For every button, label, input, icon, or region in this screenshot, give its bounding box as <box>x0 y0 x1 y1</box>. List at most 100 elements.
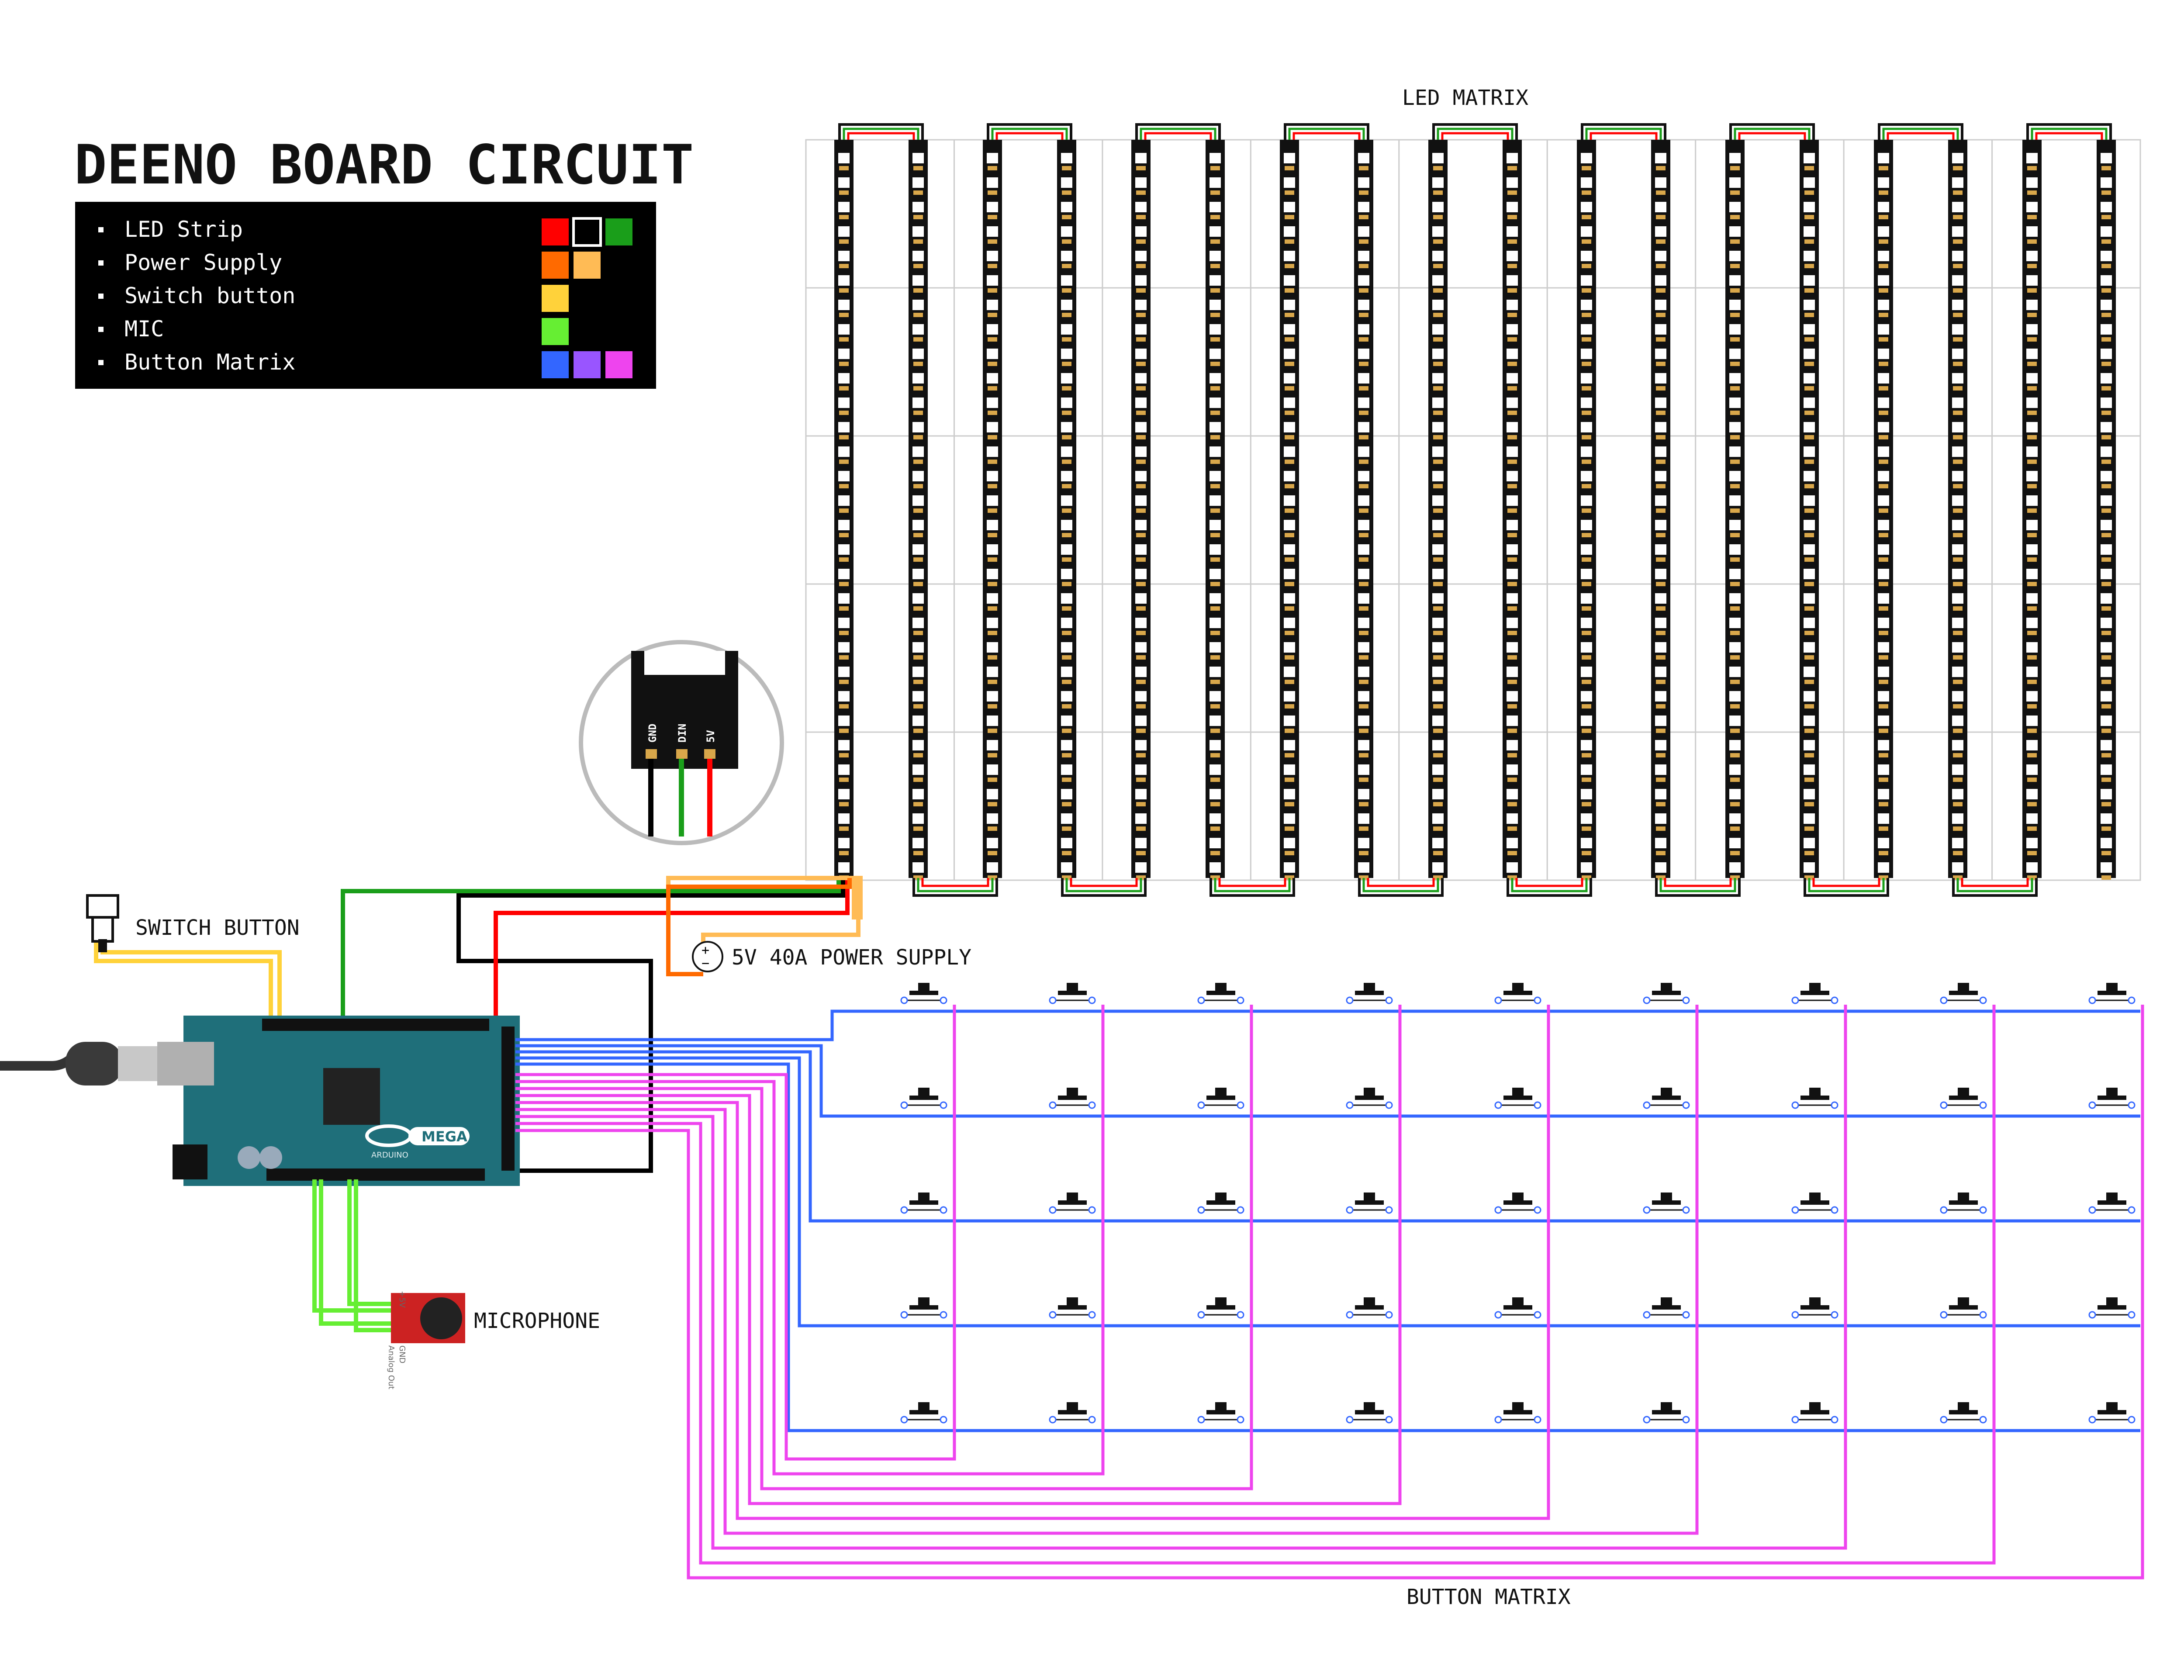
matrix-button[interactable] <box>1791 983 1838 1004</box>
button-matrix-label: BUTTON MATRIX <box>1406 1585 1571 1609</box>
arduino-model: MEGA <box>422 1128 467 1145</box>
matrix-button[interactable] <box>1940 1402 1987 1424</box>
matrix-button[interactable] <box>1049 1193 1096 1214</box>
power-supply-label: 5V 40A POWER SUPPLY <box>732 945 971 970</box>
button-matrix-wires <box>515 1005 2144 1580</box>
power-supply-icon <box>692 941 723 972</box>
switch-button-icon <box>86 894 119 919</box>
matrix-button[interactable] <box>1643 1297 1690 1319</box>
matrix-button[interactable] <box>1346 1088 1393 1109</box>
matrix-button[interactable] <box>1049 983 1096 1004</box>
matrix-button[interactable] <box>1197 983 1244 1004</box>
mic-pin-gnd: GND <box>397 1345 407 1363</box>
matrix-button[interactable] <box>1940 1297 1987 1319</box>
legend-swatch <box>574 351 601 378</box>
legend-swatch <box>542 285 569 312</box>
matrix-button[interactable] <box>1346 983 1393 1004</box>
legend-swatch <box>605 351 632 378</box>
led-strips <box>834 123 2116 897</box>
matrix-button[interactable] <box>900 1402 947 1424</box>
button-matrix <box>900 983 2136 1424</box>
matrix-button[interactable] <box>2088 1297 2136 1319</box>
legend-item-label: Switch button <box>124 283 295 308</box>
usb-cable <box>0 1042 159 1085</box>
legend-swatch <box>572 217 602 247</box>
matrix-button[interactable] <box>1643 983 1690 1004</box>
v5-wire <box>494 878 850 1018</box>
matrix-button[interactable] <box>1197 1297 1244 1319</box>
legend-swatch <box>605 218 632 245</box>
legend-swatch <box>542 252 569 279</box>
mic-pin-5v: +5V <box>397 1291 407 1308</box>
matrix-button[interactable] <box>1940 983 1987 1004</box>
matrix-button[interactable] <box>1643 1088 1690 1109</box>
mic-capsule-icon <box>420 1297 462 1339</box>
matrix-button[interactable] <box>2088 1088 2136 1109</box>
matrix-button[interactable] <box>1197 1088 1244 1109</box>
matrix-button[interactable] <box>1643 1402 1690 1424</box>
matrix-button[interactable] <box>2088 1402 2136 1424</box>
legend-bullet <box>98 327 104 332</box>
legend-bullet <box>98 360 104 365</box>
mic-wires <box>312 1179 395 1332</box>
legend-item-label: Power Supply <box>124 250 282 275</box>
microphone-label: MICROPHONE <box>474 1309 600 1333</box>
matrix-button[interactable] <box>1049 1297 1096 1319</box>
arduino-mega-board: MEGA ARDUINO <box>157 1016 520 1186</box>
power-supply: + − 5V 40A POWER SUPPLY <box>692 941 971 972</box>
led-matrix-label: LED MATRIX <box>1402 86 1528 110</box>
svg-text:+: + <box>702 943 709 958</box>
legend-item-label: MIC <box>124 316 164 342</box>
legend-swatch <box>542 351 569 378</box>
matrix-button[interactable] <box>1494 1088 1541 1109</box>
legend-swatch <box>542 218 569 245</box>
legend-item-label: LED Strip <box>124 217 243 242</box>
matrix-button[interactable] <box>1494 1193 1541 1214</box>
legend-bullet <box>98 294 104 299</box>
gnd-wire <box>456 878 845 1173</box>
matrix-button[interactable] <box>1346 1297 1393 1319</box>
matrix-button[interactable] <box>1791 1088 1838 1109</box>
matrix-button[interactable] <box>1346 1193 1393 1214</box>
matrix-button[interactable] <box>1494 983 1541 1004</box>
pin-din-label: DIN <box>676 724 688 743</box>
matrix-button[interactable] <box>900 1088 947 1109</box>
pin-gnd-label: GND <box>646 724 659 743</box>
matrix-button[interactable] <box>2088 983 2136 1004</box>
legend-bullet <box>98 227 104 232</box>
svg-text:−: − <box>702 956 709 971</box>
matrix-button[interactable] <box>900 1297 947 1319</box>
matrix-button[interactable] <box>1049 1402 1096 1424</box>
pin-5v-label: 5V <box>705 730 717 743</box>
switch-button: SWITCH BUTTON <box>86 894 300 952</box>
matrix-button[interactable] <box>1197 1193 1244 1214</box>
matrix-button[interactable] <box>1346 1402 1393 1424</box>
led-matrix-grid <box>805 139 2141 881</box>
matrix-button[interactable] <box>1643 1193 1690 1214</box>
matrix-button[interactable] <box>1049 1088 1096 1109</box>
matrix-button[interactable] <box>1791 1402 1838 1424</box>
legend-swatch <box>542 318 569 345</box>
legend-item-label: Button Matrix <box>124 349 295 375</box>
matrix-button[interactable] <box>1791 1297 1838 1319</box>
microphone: +5V GND Analog Out MICROPHONE <box>312 1179 600 1390</box>
matrix-button[interactable] <box>900 1193 947 1214</box>
matrix-button[interactable] <box>1197 1402 1244 1424</box>
matrix-button[interactable] <box>1494 1297 1541 1319</box>
mcu-chip <box>323 1068 380 1125</box>
matrix-button[interactable] <box>900 983 947 1004</box>
matrix-button[interactable] <box>2088 1193 2136 1214</box>
mic-pin-analog: Analog Out <box>387 1345 396 1390</box>
switch-button-label: SWITCH BUTTON <box>135 916 300 940</box>
matrix-button[interactable] <box>1791 1193 1838 1214</box>
psu-plus-wire <box>666 878 852 976</box>
arduino-brand: ARDUINO <box>371 1151 408 1160</box>
matrix-button[interactable] <box>1494 1402 1541 1424</box>
matrix-button[interactable] <box>1940 1193 1987 1214</box>
connector-zoom: GND DIN 5V <box>579 640 784 845</box>
page-title: DEENO BOARD CIRCUIT <box>74 134 694 197</box>
matrix-button[interactable] <box>1940 1088 1987 1109</box>
